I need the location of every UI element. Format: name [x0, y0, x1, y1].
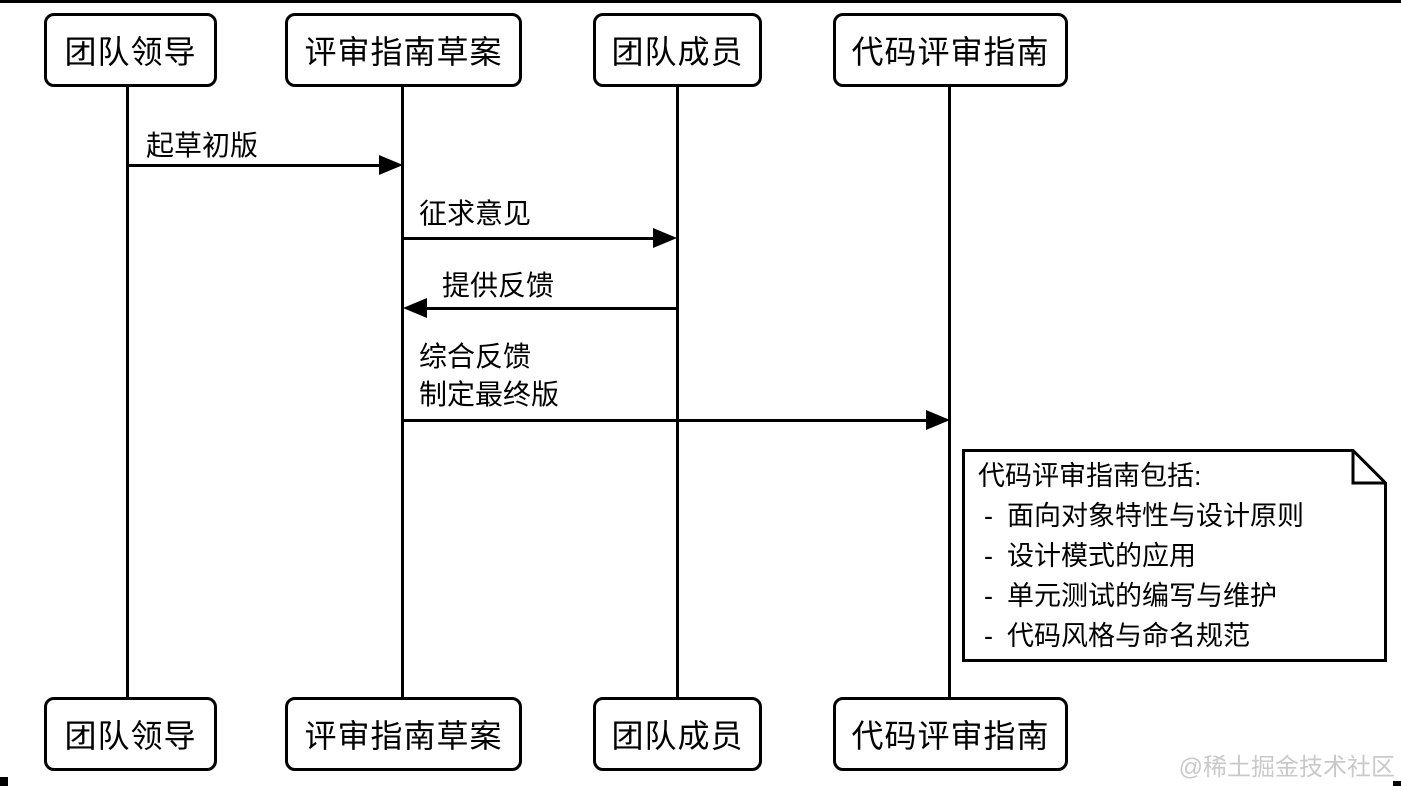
participant-top-review-draft: 评审指南草案: [285, 13, 522, 87]
lifeline-code-guideline: [948, 87, 951, 697]
note-item: -面向对象特性与设计原则: [978, 496, 1378, 536]
message-line-draft-initial: [128, 164, 381, 167]
participant-bottom-team-leader: 团队领导: [44, 697, 217, 771]
arrowhead-left-icon: [403, 298, 427, 318]
lifeline-team-leader: [126, 87, 129, 697]
participant-label: 团队领导: [64, 718, 197, 754]
message-label-line1: 综合反馈: [419, 341, 532, 372]
screenshot-edge-artifact-top: [0, 0, 1401, 3]
participant-label: 团队成员: [611, 718, 744, 754]
message-label-draft-initial: 起草初版: [146, 130, 259, 161]
note-content: 代码评审指南包括: -面向对象特性与设计原则 -设计模式的应用 -单元测试的编写…: [978, 456, 1378, 656]
message-label-solicit-opinions: 征求意见: [419, 198, 532, 229]
participant-bottom-review-draft: 评审指南草案: [285, 697, 522, 771]
participant-top-team-leader: 团队领导: [44, 13, 217, 87]
participant-bottom-code-guideline: 代码评审指南: [833, 697, 1068, 771]
note-item: -代码风格与命名规范: [978, 616, 1378, 656]
participant-label: 团队领导: [64, 34, 197, 70]
note-item: -设计模式的应用: [978, 536, 1378, 576]
note-title: 代码评审指南包括:: [978, 461, 1202, 491]
message-line-provide-feedback: [425, 307, 677, 310]
lifeline-team-members: [676, 87, 679, 697]
bullet-dash: -: [984, 621, 993, 651]
message-line-finalize: [403, 419, 928, 422]
participant-top-team-members: 团队成员: [593, 13, 762, 87]
arrowhead-right-icon: [379, 155, 403, 175]
arrowhead-right-icon: [926, 410, 950, 430]
message-label-provide-feedback: 提供反馈: [442, 270, 555, 301]
participant-label: 评审指南草案: [304, 718, 503, 754]
message-label-line2: 制定最终版: [419, 379, 560, 410]
message-line-solicit-opinions: [403, 237, 655, 240]
participant-label: 代码评审指南: [851, 34, 1050, 70]
participant-label: 评审指南草案: [304, 34, 503, 70]
bullet-dash: -: [984, 501, 993, 531]
screenshot-edge-artifact-bottom-left: [0, 777, 8, 786]
lifeline-review-draft: [401, 87, 404, 697]
bullet-dash: -: [984, 541, 993, 571]
participant-top-code-guideline: 代码评审指南: [833, 13, 1068, 87]
watermark: @稀土掘金技术社区: [1178, 754, 1395, 781]
bullet-dash: -: [984, 581, 993, 611]
participant-label: 团队成员: [611, 34, 744, 70]
message-label-finalize: 综合反馈 制定最终版: [419, 338, 559, 414]
participant-bottom-team-members: 团队成员: [593, 697, 762, 771]
note-shape: [962, 449, 1387, 662]
arrowhead-right-icon: [653, 228, 677, 248]
screenshot-edge-artifact-bottom-right: [1393, 781, 1401, 786]
participant-label: 代码评审指南: [851, 718, 1050, 754]
note-item: -单元测试的编写与维护: [978, 576, 1378, 616]
